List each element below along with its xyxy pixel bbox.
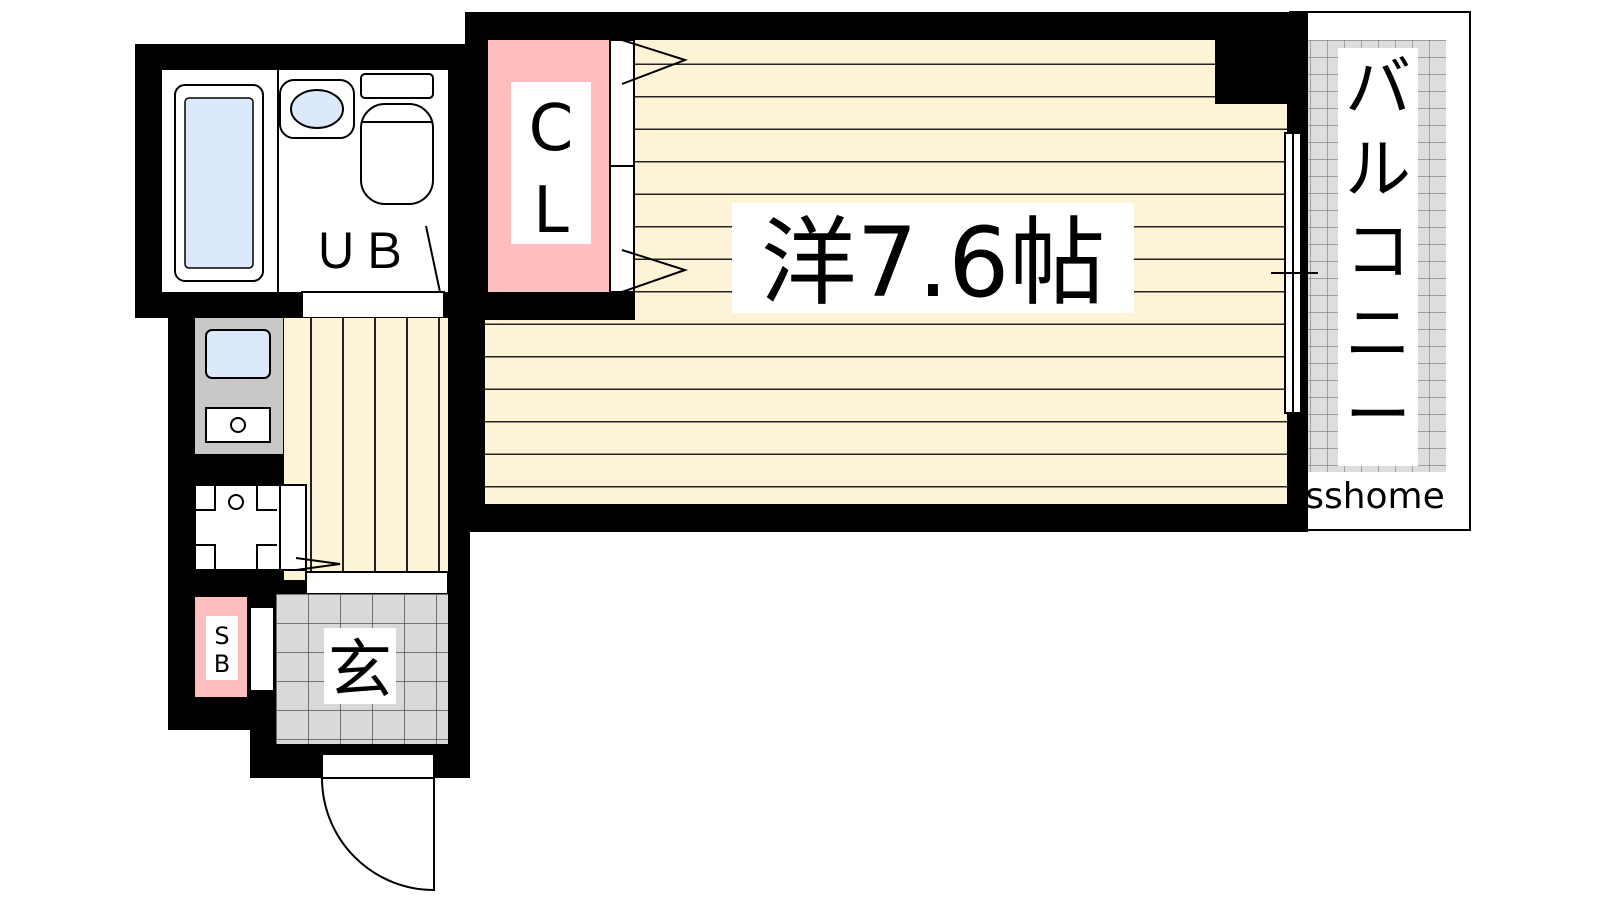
shoebox-label-bg	[206, 616, 238, 680]
entrance-label: 玄	[328, 634, 392, 708]
balcony-label-char: コ	[1345, 213, 1411, 290]
washer-space-icon	[195, 485, 277, 570]
balcony-label-char: ニ	[1345, 295, 1411, 372]
balcony-label-char: バ	[1345, 49, 1411, 126]
washer-drain-icon	[228, 494, 244, 510]
shoebox-label-b: B	[214, 650, 230, 678]
balcony-label-char: ー	[1345, 377, 1411, 454]
toilet-tank	[360, 73, 434, 99]
bath-label: ＵＢ	[312, 224, 408, 280]
stove-burner-icon	[230, 417, 246, 433]
corridor-floor	[284, 318, 448, 580]
kitchen-sink	[205, 329, 271, 379]
entrance-door-swing	[321, 777, 435, 892]
watermark-bg	[1300, 474, 1450, 522]
bath-door-opening	[301, 291, 445, 319]
room-label: 洋7.6帖	[761, 207, 1106, 319]
bath-label-bg	[304, 222, 416, 278]
balcony-label-char: ル	[1345, 131, 1411, 208]
balcony-label: バルコニー	[1345, 49, 1411, 454]
watermark-label: sshome	[1305, 476, 1445, 517]
balcony-label-bg	[1338, 48, 1418, 466]
closet-label-l: L	[533, 174, 569, 248]
bathtub-water	[184, 97, 254, 269]
shoebox-door	[249, 606, 275, 692]
room-wall-block	[1215, 30, 1293, 104]
kitchen-stove	[205, 407, 271, 443]
entrance-label-bg	[324, 628, 396, 704]
corridor-door-swing	[295, 557, 341, 571]
entrance-step	[305, 571, 449, 595]
closet-label-c: C	[529, 92, 574, 166]
toilet-seat	[360, 103, 434, 205]
closet-label-bg	[511, 82, 591, 244]
washer-pan-edge	[279, 484, 307, 571]
shoebox-label-s: S	[214, 622, 229, 650]
room-label-bg	[732, 203, 1134, 313]
wash-basin-bowl	[290, 89, 344, 129]
closet-door-swing	[621, 39, 689, 293]
entrance-door-frame	[321, 753, 435, 779]
